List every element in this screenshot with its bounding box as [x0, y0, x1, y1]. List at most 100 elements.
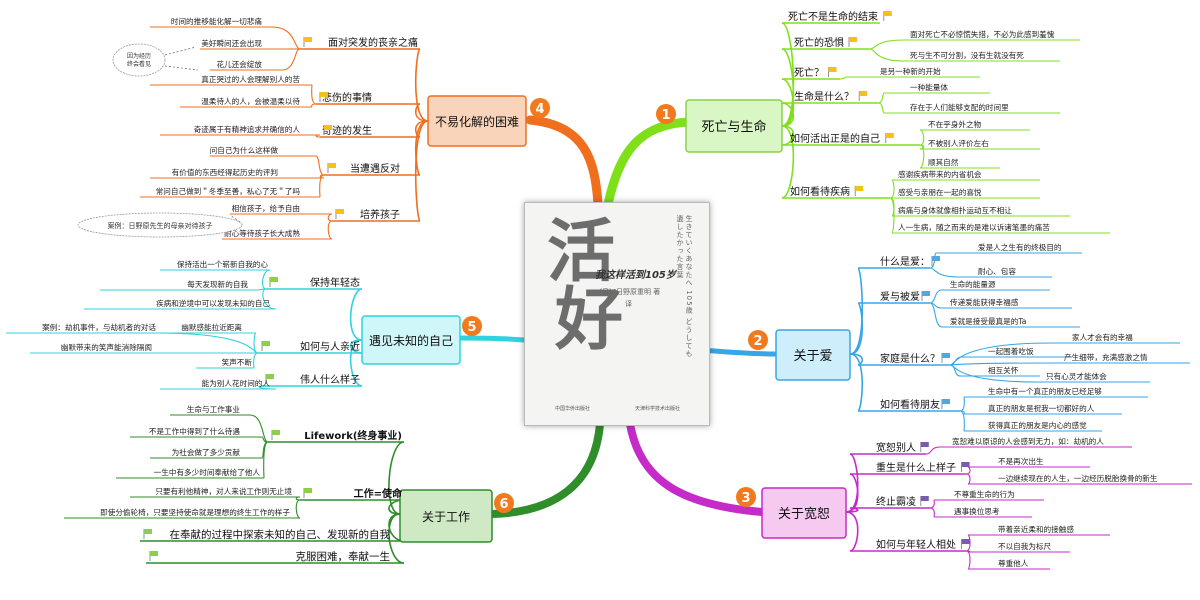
topic-label[interactable]: 终止霸凌: [876, 495, 916, 508]
flag-icon: [828, 67, 837, 77]
topic-label[interactable]: 奇迹的发生: [322, 124, 372, 137]
leaf-label[interactable]: 疾病和逆境中可以发现未知的自己: [156, 298, 270, 308]
topic-label[interactable]: 什么是爱：: [880, 255, 930, 268]
leaf-label[interactable]: 带着亲近柔和的接触感: [998, 524, 1074, 534]
leaf-label[interactable]: 感受与亲朋在一起的喜悦: [898, 187, 982, 197]
leaf-label[interactable]: 幽默感能拉近距离: [181, 322, 242, 332]
leaf-label[interactable]: 爱是人之生有的终极目的: [978, 242, 1062, 252]
cover-title-char-2: 好: [555, 280, 624, 360]
topic-label[interactable]: 死亡不是生命的结束: [788, 10, 878, 23]
leaf-label[interactable]: 真正哭过的人会理解别人的苦: [201, 74, 300, 84]
leaf-label[interactable]: 顺其自然: [928, 157, 959, 167]
leaf-label[interactable]: 一种能量体: [910, 82, 948, 92]
leaf-label[interactable]: 保持活出一个崭新自我的心: [177, 259, 269, 269]
leaf-label[interactable]: 时间的推移能化解一切悲痛: [171, 16, 263, 26]
topic-label[interactable]: 伟人什么样子: [300, 373, 360, 386]
leaf-label[interactable]: 存在于人们能够支配的时间里: [910, 102, 1009, 112]
book-cover[interactable]: 生きていくあなたへ 105歳 どうしても遺したかった言葉 活 好 我这样活到10…: [524, 202, 710, 426]
leaf-label[interactable]: 常问自己做到＂冬季至善，私心了无＂了吗: [156, 186, 301, 196]
cover-translator: 译: [625, 300, 632, 308]
cover-author: 〔日〕日野原重明 著: [595, 288, 661, 296]
leaf-label[interactable]: 耐心等待孩子长大成熟: [224, 228, 300, 238]
leaf-label[interactable]: 生命的能量源: [950, 279, 996, 289]
topic-label[interactable]: Lifework(终身事业): [304, 429, 402, 442]
topic-label[interactable]: 如何看待朋友: [880, 398, 940, 411]
leaf-label[interactable]: 能为别人花时间的人: [202, 378, 271, 388]
main-node-2[interactable]: 关于爱: [775, 329, 851, 381]
topic-label[interactable]: 在奉献的过程中探索未知的自己、发现新的自我: [170, 528, 391, 541]
topic-label[interactable]: 宽恕别人: [876, 441, 916, 454]
leaf-label[interactable]: 奇迹属于有精神追求并确信的人: [194, 124, 301, 134]
topic-label[interactable]: 如何看待疾病: [790, 185, 850, 198]
leaf-label[interactable]: 温柔待人的人，会被温柔以待: [201, 96, 300, 106]
topic-label[interactable]: 生命是什么？: [794, 90, 854, 103]
leaf-label[interactable]: 家人才会有的幸福: [1072, 332, 1133, 342]
leaf-label[interactable]: 人一生病，随之而来的是难以诉诸笔墨的痛苦: [898, 222, 1050, 232]
flag-icon: [265, 374, 274, 384]
leaf-label[interactable]: 感谢疾病带来的内省机会: [898, 169, 982, 179]
leaf-label[interactable]: 问自己为什么这样做: [210, 145, 279, 155]
leaf-label[interactable]: 真正的朋友是祝我一切都好的人: [988, 403, 1095, 413]
leaf-label[interactable]: 案例：劫机事件，与劫机者的对话: [42, 322, 156, 332]
leaf-label[interactable]: 花儿还会绽放: [216, 59, 262, 69]
leaf-label[interactable]: 即使分偷轮椅，只要坚持使命就是理想的终生工作的样子: [100, 507, 290, 517]
topic-label[interactable]: 死亡？: [794, 66, 824, 79]
leaf-label[interactable]: 只要有利他精神，对人来说工作则无止境: [155, 486, 292, 496]
leaf-label[interactable]: 一生中有多少时间奉献给了他人: [154, 467, 261, 477]
leaf-label[interactable]: 不被别人评价左右: [928, 138, 989, 148]
leaf-label[interactable]: 爱就是接受最真是的Ta: [950, 316, 1026, 326]
leaf-label[interactable]: 遇事换位思考: [954, 506, 1000, 516]
leaf-label[interactable]: 尊重他人: [998, 558, 1029, 568]
leaf-label[interactable]: 获得真正的朋友是内心的感觉: [988, 420, 1087, 430]
leaf-label[interactable]: 每天发现新的自我: [187, 279, 248, 289]
topic-label[interactable]: 培养孩子: [360, 208, 400, 221]
topic-label[interactable]: 如何与年轻人相处: [876, 538, 956, 551]
topic-label[interactable]: 如何与人亲近: [300, 340, 360, 353]
leaf-label[interactable]: 生命与工作事业: [187, 404, 241, 414]
leaf-label[interactable]: 宽恕难以原谅的人会感到无力，如：劫机的人: [952, 436, 1104, 446]
topic-label[interactable]: 如何活出正是的自己: [790, 132, 880, 145]
topic-label[interactable]: 爱与被爱: [880, 290, 920, 303]
leaf-label[interactable]: 不以自我为标尺: [998, 541, 1052, 551]
leaf-label[interactable]: 是另一种新的开始: [880, 66, 941, 76]
leaf-connector: [262, 288, 277, 310]
leaf-label[interactable]: 不是再次出生: [998, 456, 1044, 466]
topic-label[interactable]: 保持年轻态: [310, 276, 360, 289]
leaf-label[interactable]: 美好瞬间还会出现: [201, 38, 262, 48]
leaf-label[interactable]: 不尊重生命的行为: [954, 489, 1015, 499]
topic-label[interactable]: 悲伤的事情: [322, 91, 372, 104]
main-node-4[interactable]: 不易化解的困难: [427, 95, 527, 147]
leaf-label[interactable]: 病痛与身体就像相扑运动互不相让: [898, 205, 1012, 215]
topic-label[interactable]: 家庭是什么？: [880, 352, 940, 365]
main-node-1[interactable]: 死亡与生命: [685, 99, 783, 153]
leaf-label[interactable]: 产生细带，充满感激之情: [1064, 352, 1148, 362]
leaf-label[interactable]: 一起围着吃饭: [988, 346, 1034, 356]
topic-label[interactable]: 克服困难，奉献一生: [296, 550, 391, 563]
topic-connector: [849, 353, 864, 412]
leaf-label[interactable]: 有价值的东西经得起历史的评判: [172, 167, 278, 177]
leaf-label[interactable]: 幽默带来的笑声能消除隔阂: [61, 342, 152, 352]
leaf-label[interactable]: 不在乎身外之物: [928, 119, 982, 129]
topic-label[interactable]: 面对突发的丧亲之痛: [328, 36, 418, 49]
leaf-label[interactable]: 耐心、包容: [978, 266, 1016, 276]
leaf-label[interactable]: 笑声不断: [222, 357, 253, 367]
leaf-label[interactable]: 为社会做了多少贡献: [172, 447, 241, 457]
leaf-label[interactable]: 相互关怀: [988, 365, 1019, 375]
leaf-label[interactable]: 死与生不可分割，没有生就没有死: [910, 50, 1024, 60]
badge-3: 3: [736, 487, 756, 507]
main-node-3[interactable]: 关于宽恕: [761, 487, 847, 539]
leaf-label[interactable]: 一边继续现在的人生，一边经历脱胎换骨的新生: [998, 473, 1158, 483]
cover-subtitle: 我这样活到105岁: [595, 270, 676, 281]
topic-label[interactable]: 重生是什么上样子: [876, 461, 956, 474]
leaf-label[interactable]: 面对死亡不必惊慌失措，不必为此感到羞愧: [910, 29, 1055, 39]
main-node-5[interactable]: 遇见未知的自己: [361, 315, 461, 365]
leaf-label[interactable]: 不是工作中得到了什么待遇: [149, 426, 241, 436]
leaf-label[interactable]: 生命中有一个真正的朋友已经足够: [988, 386, 1102, 396]
leaf-label[interactable]: 相信孩子，给予自由: [232, 203, 300, 213]
leaf-label[interactable]: 只有心灵才能体会: [1046, 371, 1107, 381]
topic-label[interactable]: 当遭遇反对: [350, 162, 400, 175]
leaf-label[interactable]: 传递爱能获得幸福感: [950, 297, 1019, 307]
main-node-6[interactable]: 关于工作: [399, 489, 493, 543]
topic-label[interactable]: 死亡的恐惧: [794, 36, 844, 49]
topic-label[interactable]: 工作=使命: [354, 487, 403, 500]
